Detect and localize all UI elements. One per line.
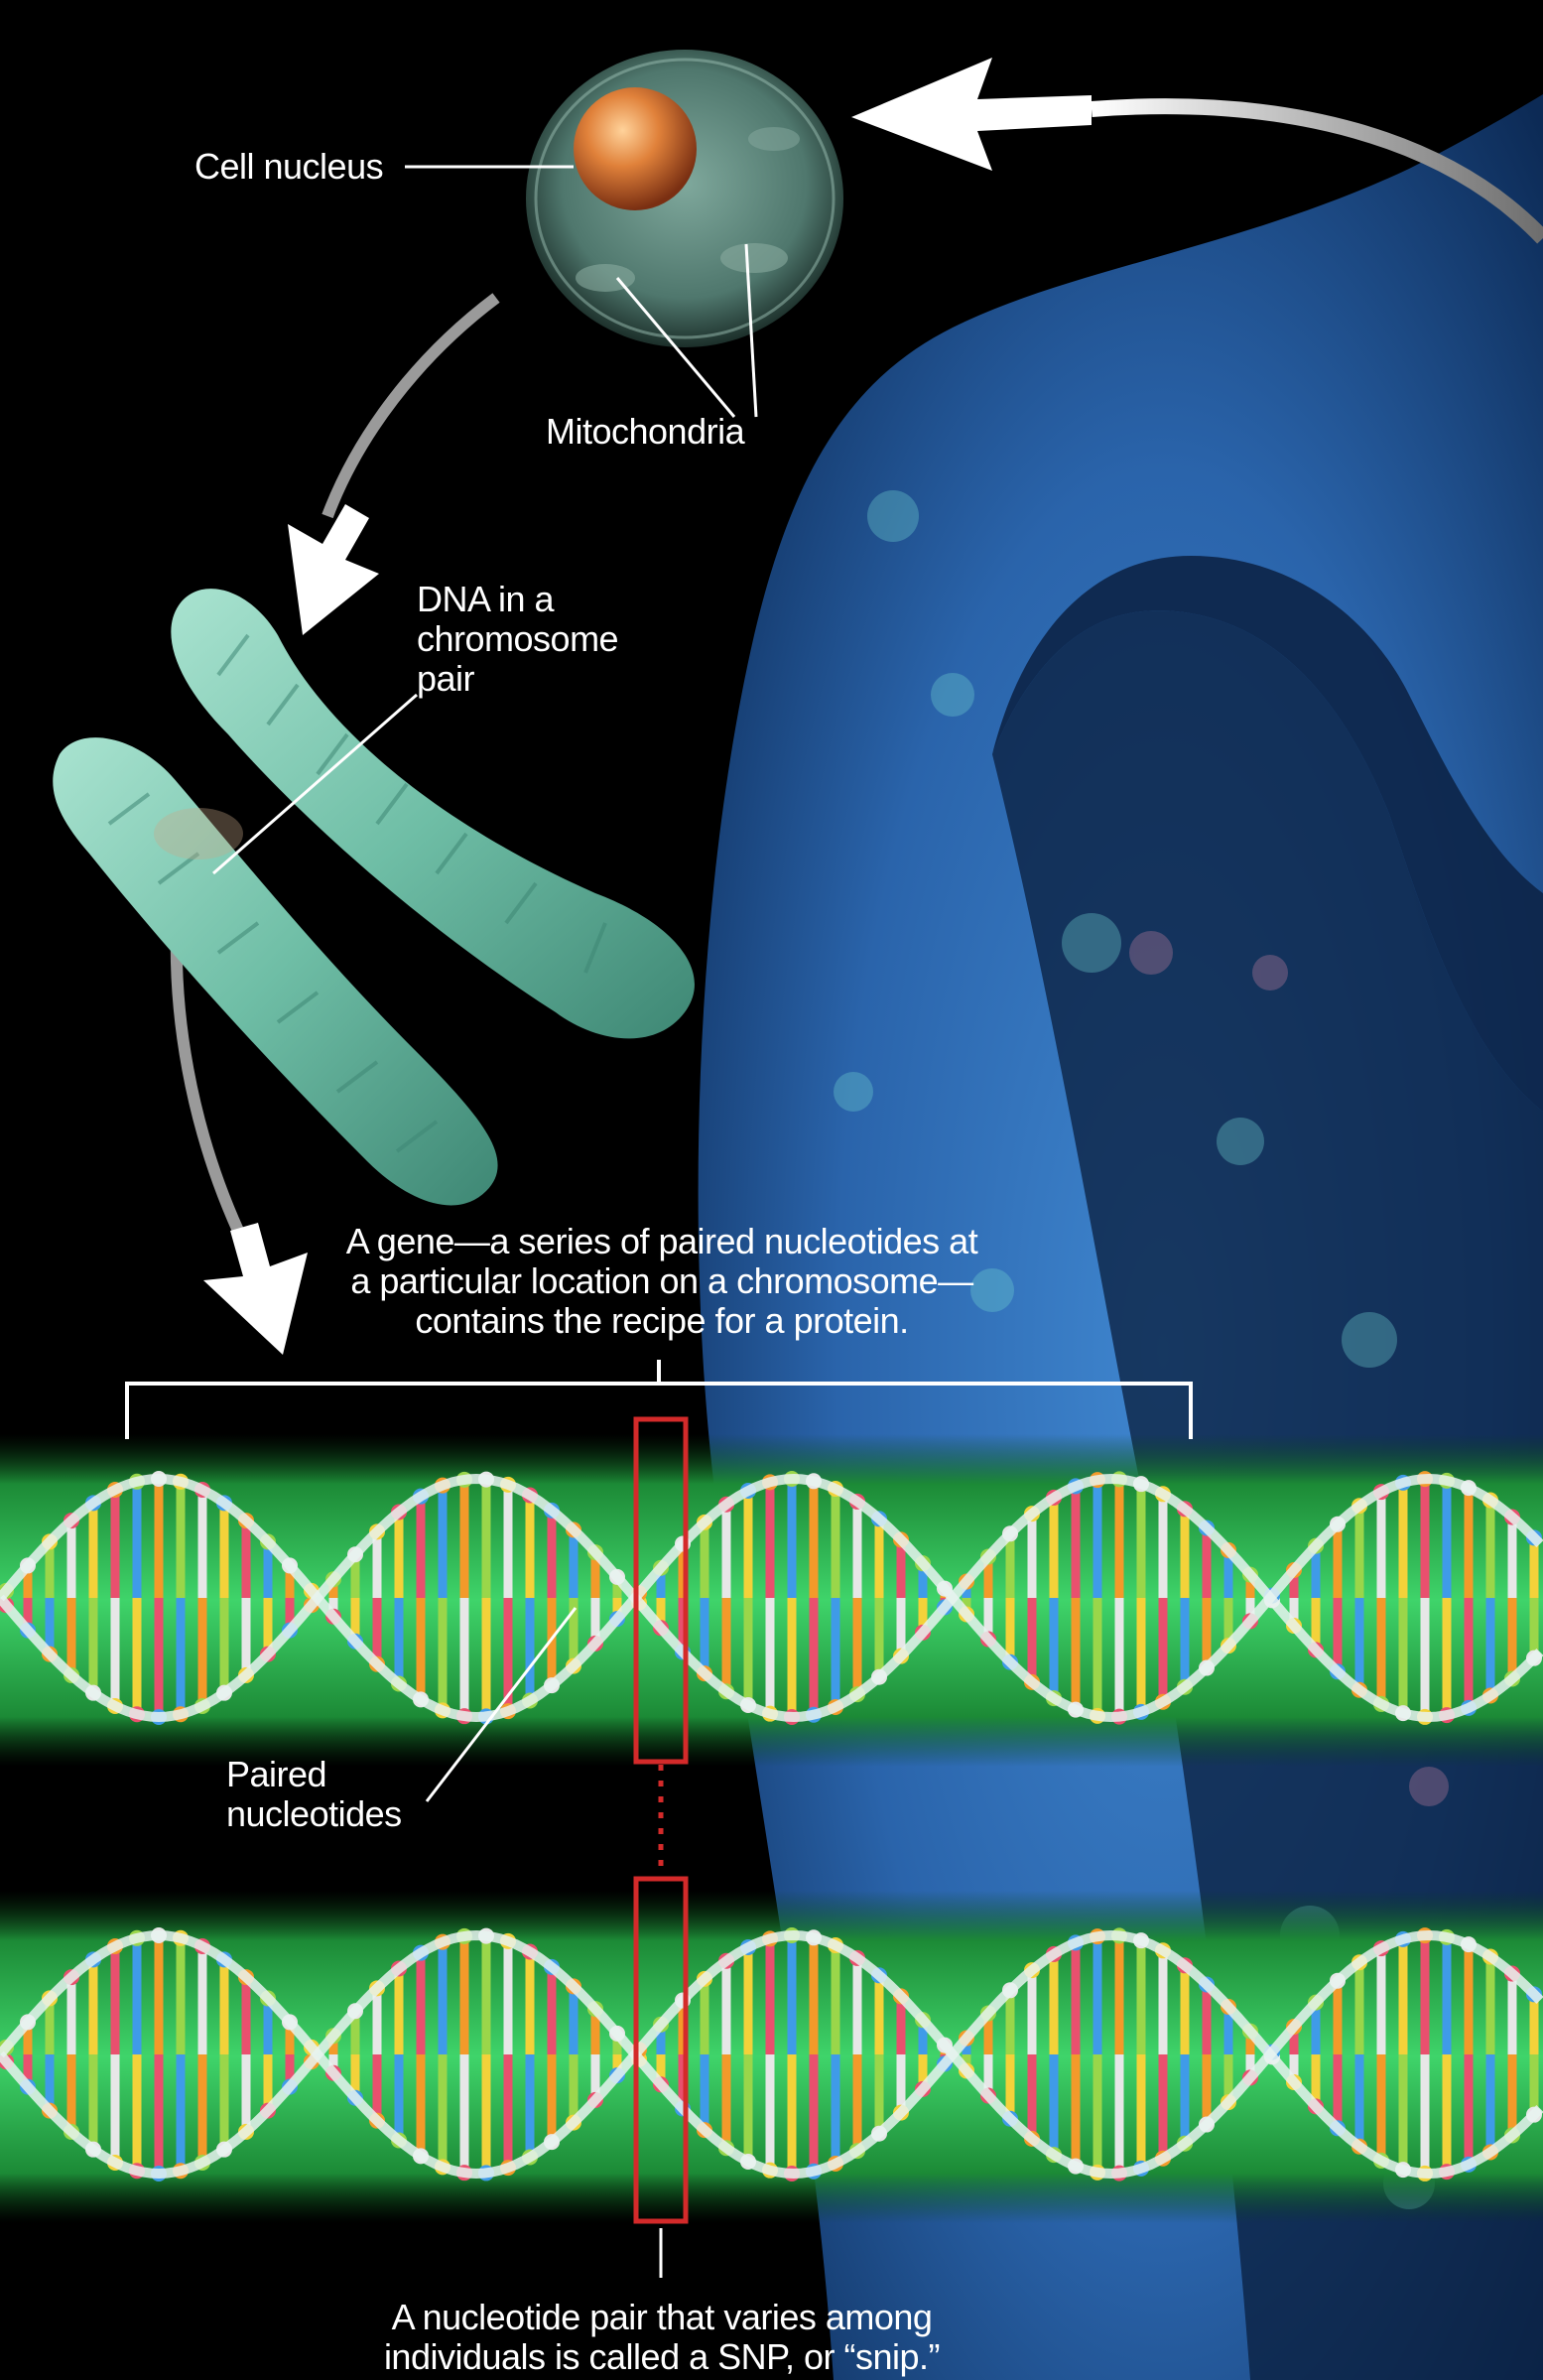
nucleus: [574, 87, 697, 210]
label-dna-chromosome-3: pair: [417, 658, 475, 699]
label-mitochondria: Mitochondria: [546, 411, 746, 452]
label-paired-1: Paired: [226, 1754, 326, 1794]
dna-helix-icon: [0, 1891, 1543, 2223]
label-dna-chromosome-2: chromosome: [417, 618, 618, 659]
label-gene-2: a particular location on a chromosome—: [350, 1260, 973, 1301]
label-paired-2: nucleotides: [226, 1793, 402, 1834]
dna-helix-icon: [0, 1434, 1543, 1767]
label-gene-1: A gene—a series of paired nucleotides at: [346, 1221, 978, 1261]
label-gene-3: contains the recipe for a protein.: [415, 1300, 908, 1341]
label-snp-2: individuals is called a SNP, or “snip.”: [384, 2336, 940, 2377]
label-dna-chromosome-1: DNA in a: [417, 579, 556, 619]
cell-icon: [526, 50, 843, 347]
label-cell-nucleus: Cell nucleus: [194, 146, 383, 187]
label-snp-1: A nucleotide pair that varies among: [392, 2297, 933, 2337]
